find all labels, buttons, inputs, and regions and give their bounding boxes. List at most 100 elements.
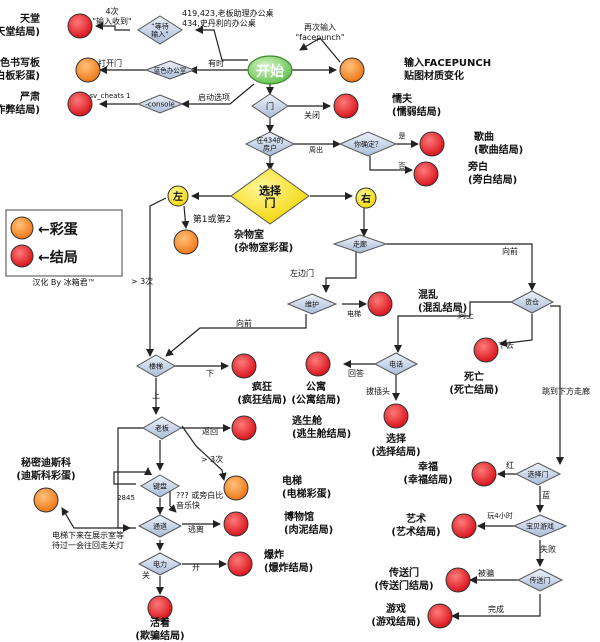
right-label: 右 — [360, 192, 371, 205]
chaos-label: 混乱(混乱结局) — [418, 288, 467, 314]
credit-text: 汉化 By 冰箱君™ — [32, 277, 95, 287]
portal-label: 传送门 — [530, 576, 551, 585]
left-label: 左 — [172, 190, 183, 203]
boss-diamond — [142, 416, 182, 440]
dmitri-egg-node — [33, 487, 59, 513]
sure-label: 你确定？ — [354, 140, 382, 149]
door-diamond — [251, 93, 289, 119]
heaven-label: 天堂(天堂结局) — [0, 12, 40, 38]
select_door-diamond — [514, 462, 562, 486]
narration-ending-node — [413, 161, 439, 187]
facepunch-egg-node — [339, 57, 365, 83]
maintain-label: 维护 — [305, 300, 319, 309]
happy-label: 幸福(幸福结局) — [403, 460, 452, 486]
label-go-out: 周出 — [309, 145, 323, 154]
label-launch-option: 启动选项 — [198, 92, 230, 102]
explosion-ending-node — [227, 551, 253, 577]
portal-diamond — [516, 568, 564, 592]
apartment-ending-node — [305, 351, 331, 377]
choose_door-diamond — [230, 167, 310, 225]
label-red: 红 — [506, 460, 514, 470]
right-node — [355, 187, 377, 209]
label-sv-cheats: sv_cheats 1 — [89, 92, 130, 100]
elevator-egg-node — [223, 475, 249, 501]
label-sometimes: 有时 — [208, 58, 224, 68]
label-gt3: > 3次 — [131, 276, 153, 286]
in434-diamond — [244, 131, 296, 157]
treasure-diamond — [512, 514, 568, 538]
label-unknown: ??? 或旁白比音乐快 — [176, 490, 223, 510]
game-ending-node — [427, 603, 453, 629]
elevator-label: 电梯(电梯彩蛋) — [282, 474, 331, 500]
legend-egg-text: ←彩蛋 — [38, 221, 78, 238]
legend-ending-icon — [10, 244, 34, 268]
happy-ending-node — [471, 461, 497, 487]
choose_door-label: 选择门 — [259, 184, 282, 210]
escape-label: 逃生舱(逃生舱结局) — [292, 414, 351, 440]
label-four-times: 4次 — [105, 6, 118, 16]
label-jump-down: 跳到下方走廊 — [542, 386, 590, 396]
keyboard-label: 键盘 — [153, 482, 167, 491]
coward-label: 懦夫(懦弱结局) — [392, 92, 441, 118]
alive-ending-node — [147, 595, 173, 621]
select_door-label: 选择门 — [528, 470, 549, 479]
narration-label: 旁白(旁白结局) — [467, 160, 517, 186]
choice-label: 选择(选择结局) — [371, 432, 420, 458]
serious-label: 严肃(作弊结局) — [0, 90, 40, 116]
label-code: 2845 — [117, 494, 135, 502]
museum-label: 博物馆(肉泥结局) — [284, 510, 333, 536]
maintain-diamond — [286, 293, 338, 315]
label-answer: 回答 — [348, 368, 364, 378]
label-blue: 蓝 — [542, 490, 550, 500]
heaven-ending-node — [67, 13, 93, 39]
left-node — [167, 185, 189, 207]
label-close: 关闭 — [304, 110, 320, 120]
crazy-label: 疯狂(疯狂结局) — [237, 380, 286, 406]
blue_office-diamond — [144, 60, 196, 80]
label-up2: 上 — [152, 391, 160, 400]
label-input-received: "输入收到" — [92, 16, 131, 26]
label-wait: 被骗 — [478, 568, 494, 578]
choice-ending-node — [383, 403, 409, 429]
apartment-label: 公寓(公寓结局) — [291, 380, 340, 406]
storage-label: 杂物室(杂物室彩蛋) — [234, 228, 293, 254]
label-left-door: 左边门 — [290, 268, 314, 278]
death-ending-node — [473, 337, 499, 363]
song-ending-node — [419, 131, 445, 157]
label-escape2: 逃离 — [188, 524, 204, 534]
in434-label: 在434的房户 — [256, 136, 283, 153]
explosion-label: 爆炸(爆炸结局) — [264, 548, 313, 574]
game-label: 游戏(游戏结局) — [371, 602, 420, 628]
label-down: 下去 — [498, 340, 514, 350]
label-down2: 下 — [206, 369, 214, 378]
art-ending-node — [451, 513, 477, 539]
cargo-label: 货仓 — [525, 298, 539, 307]
blue_office-label: 蓝色办公室 — [154, 65, 187, 74]
museum-ending-node — [223, 511, 249, 537]
label-museum-note: 电梯下来在展示室等待过一会往回走关灯 — [52, 530, 124, 550]
chaos-ending-node — [367, 291, 393, 317]
label-fail: 失败 — [540, 544, 556, 554]
storage-egg-node — [173, 229, 199, 255]
label-forward: 向前 — [502, 246, 518, 256]
wait_input-diamond — [137, 15, 183, 45]
song-label: 歌曲(歌曲结局) — [474, 130, 523, 156]
console-label: -console — [145, 101, 174, 109]
keyboard-diamond — [140, 474, 180, 498]
whiteboard-egg-node — [75, 57, 101, 83]
power-label: 电力 — [153, 560, 167, 569]
legend-egg-icon — [10, 216, 34, 240]
door-label: 门 — [266, 101, 274, 111]
corridor-label: 走廊 — [353, 240, 367, 249]
label-no: 否 — [399, 162, 406, 170]
treasure-label: 宝贝游戏 — [526, 522, 554, 531]
label-off: 关 — [142, 570, 150, 580]
label-return: 返回 — [202, 427, 218, 436]
stairs-label: 楼梯 — [149, 362, 163, 371]
legend-ending-text: ←结局 — [38, 249, 78, 266]
portal_end-ending-node — [445, 567, 471, 593]
start-label: 开始 — [256, 63, 284, 80]
